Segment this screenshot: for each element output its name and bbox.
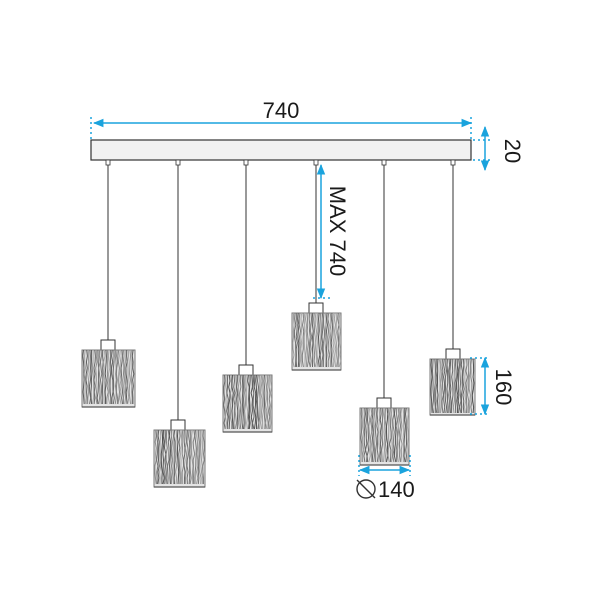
shade-weave <box>154 429 205 485</box>
cord-mount <box>105 159 111 166</box>
width-dimension: 740 <box>90 98 473 140</box>
lamp-socket <box>308 302 324 314</box>
pendant-2 <box>153 159 206 488</box>
lamp-socket <box>445 348 461 360</box>
canopy-bar <box>90 139 472 161</box>
lamp-socket <box>100 339 116 351</box>
lamp-socket <box>376 397 392 409</box>
diameter-symbol-icon <box>356 479 376 499</box>
cord-mount <box>313 159 319 166</box>
cord-mount <box>381 159 387 166</box>
shade-weave <box>360 407 409 463</box>
shade-weave <box>430 358 475 414</box>
pendant-3 <box>222 159 273 433</box>
shade-weave <box>292 312 342 368</box>
pendant-6 <box>429 159 476 416</box>
lamp-socket <box>170 419 186 431</box>
drop-label: MAX 740 <box>325 186 350 277</box>
cord-mount <box>175 159 181 166</box>
shade-diameter-label: 140 <box>378 477 415 502</box>
cord-mount <box>450 159 456 166</box>
pendant-5 <box>359 159 410 466</box>
width-label: 740 <box>263 98 300 123</box>
cord-mount <box>243 159 249 166</box>
shade-height-dimension: 160 <box>470 356 516 416</box>
drop-dimension: MAX 740 <box>313 163 350 300</box>
canopy-height-label: 20 <box>500 139 525 163</box>
lamp-socket <box>238 364 254 376</box>
shade-weave <box>223 374 273 430</box>
pendant-1 <box>81 159 136 408</box>
shade-weave <box>82 349 135 405</box>
pendants-group <box>81 159 476 488</box>
canopy-height-dimension: 20 <box>473 125 525 172</box>
pendant-4 <box>291 159 342 371</box>
shade-diameter-dimension: 140 <box>356 455 415 502</box>
shade-height-label: 160 <box>491 369 516 406</box>
